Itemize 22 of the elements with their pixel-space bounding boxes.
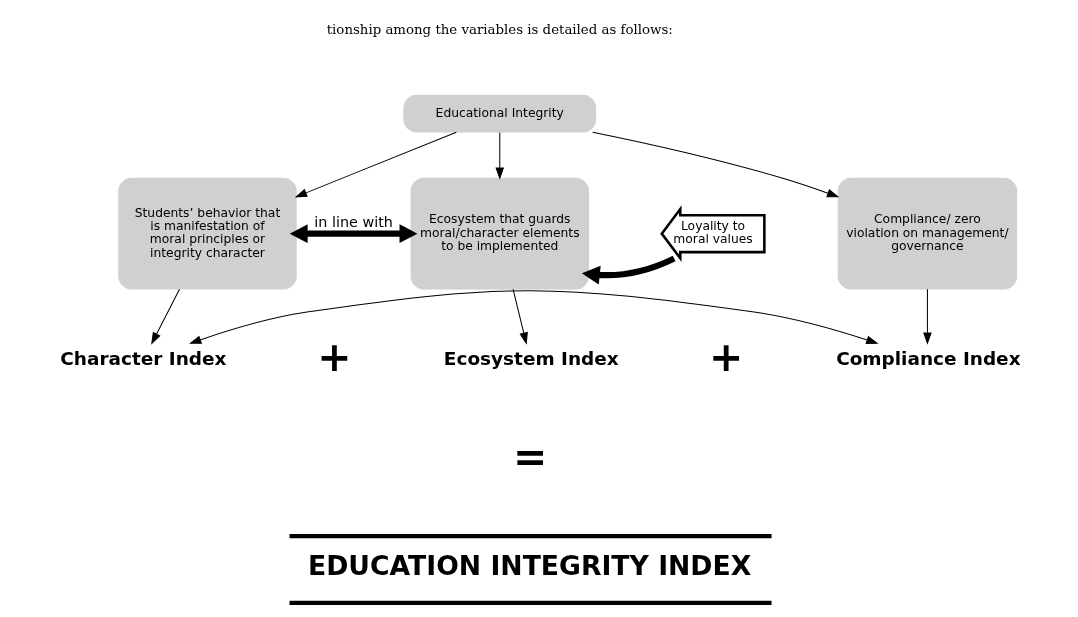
- label: +: [316, 333, 352, 382]
- node-box: Compliance/ zero violation on management/ governance: [837, 177, 1017, 290]
- arrow: [150, 288, 180, 345]
- arrow: [289, 224, 417, 244]
- node-text: Character Index: [59, 348, 226, 370]
- arrow: [494, 132, 504, 180]
- arrow: [512, 288, 528, 345]
- node-box: Students’ behavior that is manifestation of moral principles or integrity character: [117, 177, 297, 290]
- label: +: [708, 333, 743, 382]
- node-box: Ecosystem that guards moral/character elements to be implemented: [410, 177, 589, 290]
- edge-label: in line with: [313, 213, 393, 230]
- arrow: [591, 131, 839, 198]
- label: tionship among the variables is detailed as follows:: [326, 22, 673, 38]
- node-text: Ecosystem Index: [443, 348, 619, 370]
- node-text: EDUCATION INTEGRITY INDEX: [307, 550, 751, 582]
- arrow: [188, 290, 878, 344]
- arrow: [922, 288, 932, 345]
- arrow: [581, 255, 675, 285]
- label: =: [512, 432, 547, 481]
- node-box: Educational Integrity: [402, 94, 596, 133]
- arrow: [294, 131, 457, 198]
- node-text: Compliance Index: [835, 348, 1021, 370]
